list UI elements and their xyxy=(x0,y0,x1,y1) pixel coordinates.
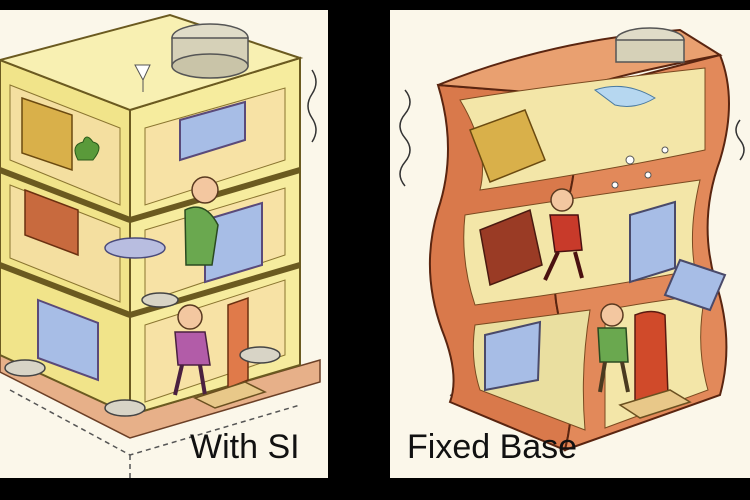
broken-window xyxy=(629,200,676,284)
caption-fixed-base: Fixed Base xyxy=(407,428,578,466)
isolator xyxy=(141,292,179,308)
broken-window xyxy=(484,320,542,392)
caption-with-si: With SI xyxy=(190,428,300,466)
si-building-illustration xyxy=(0,13,321,478)
isolator xyxy=(104,399,146,417)
falling-window xyxy=(663,258,727,312)
panel-fixed-base: Fixed Base xyxy=(390,10,750,478)
fixed-building-illustration xyxy=(399,27,745,452)
window xyxy=(37,298,99,382)
window xyxy=(179,100,246,162)
isolator xyxy=(239,346,281,364)
panel-with-si: With SI xyxy=(0,10,328,478)
isolator xyxy=(4,359,46,377)
